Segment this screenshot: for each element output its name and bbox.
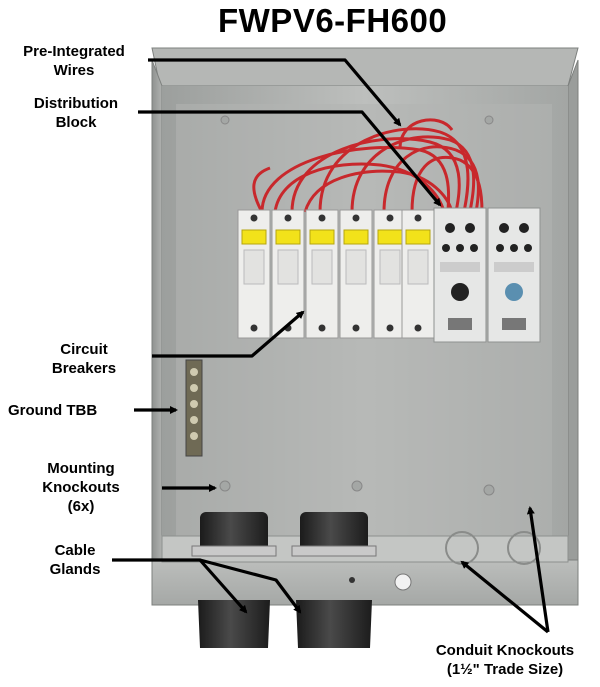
pre-integrated-wires [252, 118, 484, 213]
arrow-conduit-1 [460, 560, 550, 634]
label-cable-glands: Cable Glands [49, 542, 101, 578]
callout-arrows [112, 58, 550, 634]
breaker [373, 209, 407, 339]
circuit-breakers [237, 209, 435, 339]
label-conduit-knockouts: Conduit Knockouts (1½" Trade Size) [435, 642, 575, 678]
breaker [271, 209, 305, 339]
distribution-block [433, 207, 541, 343]
page-title: FWPV6-FH600 [218, 2, 448, 39]
arrow-glands-2 [199, 558, 302, 614]
breaker [339, 209, 373, 339]
breaker [401, 209, 435, 339]
ground-terminal-bar [185, 359, 203, 457]
label-circuit-breakers: Circuit Breakers [51, 341, 117, 377]
arrow-conduit-2 [526, 506, 550, 633]
arrow-distribution [138, 110, 442, 207]
label-pre-integrated-wires: Pre-Integrated Wires [23, 43, 125, 79]
cable-glands [191, 512, 377, 648]
breaker [237, 209, 271, 339]
arrow-breakers [152, 310, 305, 358]
arrow-wires [148, 58, 402, 127]
label-ground-tbb: Ground TBB [8, 402, 98, 419]
breaker [305, 209, 339, 339]
label-mounting-knockouts: Mounting Knockouts (6x) [42, 460, 120, 515]
label-distribution-block: Distribution Block [33, 95, 119, 131]
